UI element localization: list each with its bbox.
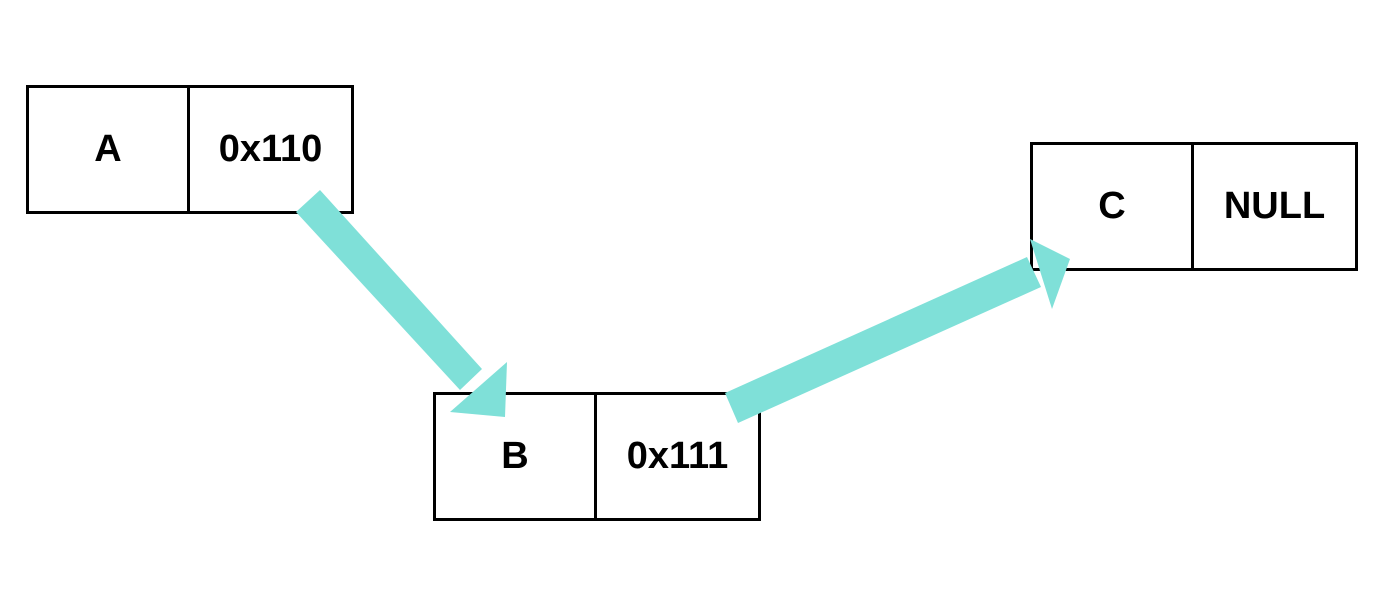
node-a: A 0x110 bbox=[26, 85, 354, 214]
node-c-pointer: NULL bbox=[1223, 185, 1326, 227]
arrow-a-to-b-shaft bbox=[296, 190, 482, 390]
node-b-pointer: 0x111 bbox=[626, 435, 729, 477]
node-a-value: A bbox=[29, 88, 190, 211]
arrow-a-to-b bbox=[296, 190, 507, 417]
node-a-pointer: 0x110 bbox=[218, 128, 323, 170]
node-b: B 0x111 bbox=[433, 392, 761, 521]
arrow-b-to-c-shaft bbox=[725, 257, 1041, 423]
node-c-value: C bbox=[1033, 145, 1194, 268]
arrow-b-to-c bbox=[725, 239, 1070, 423]
node-c: C NULL bbox=[1030, 142, 1358, 271]
node-b-value: B bbox=[436, 395, 597, 518]
